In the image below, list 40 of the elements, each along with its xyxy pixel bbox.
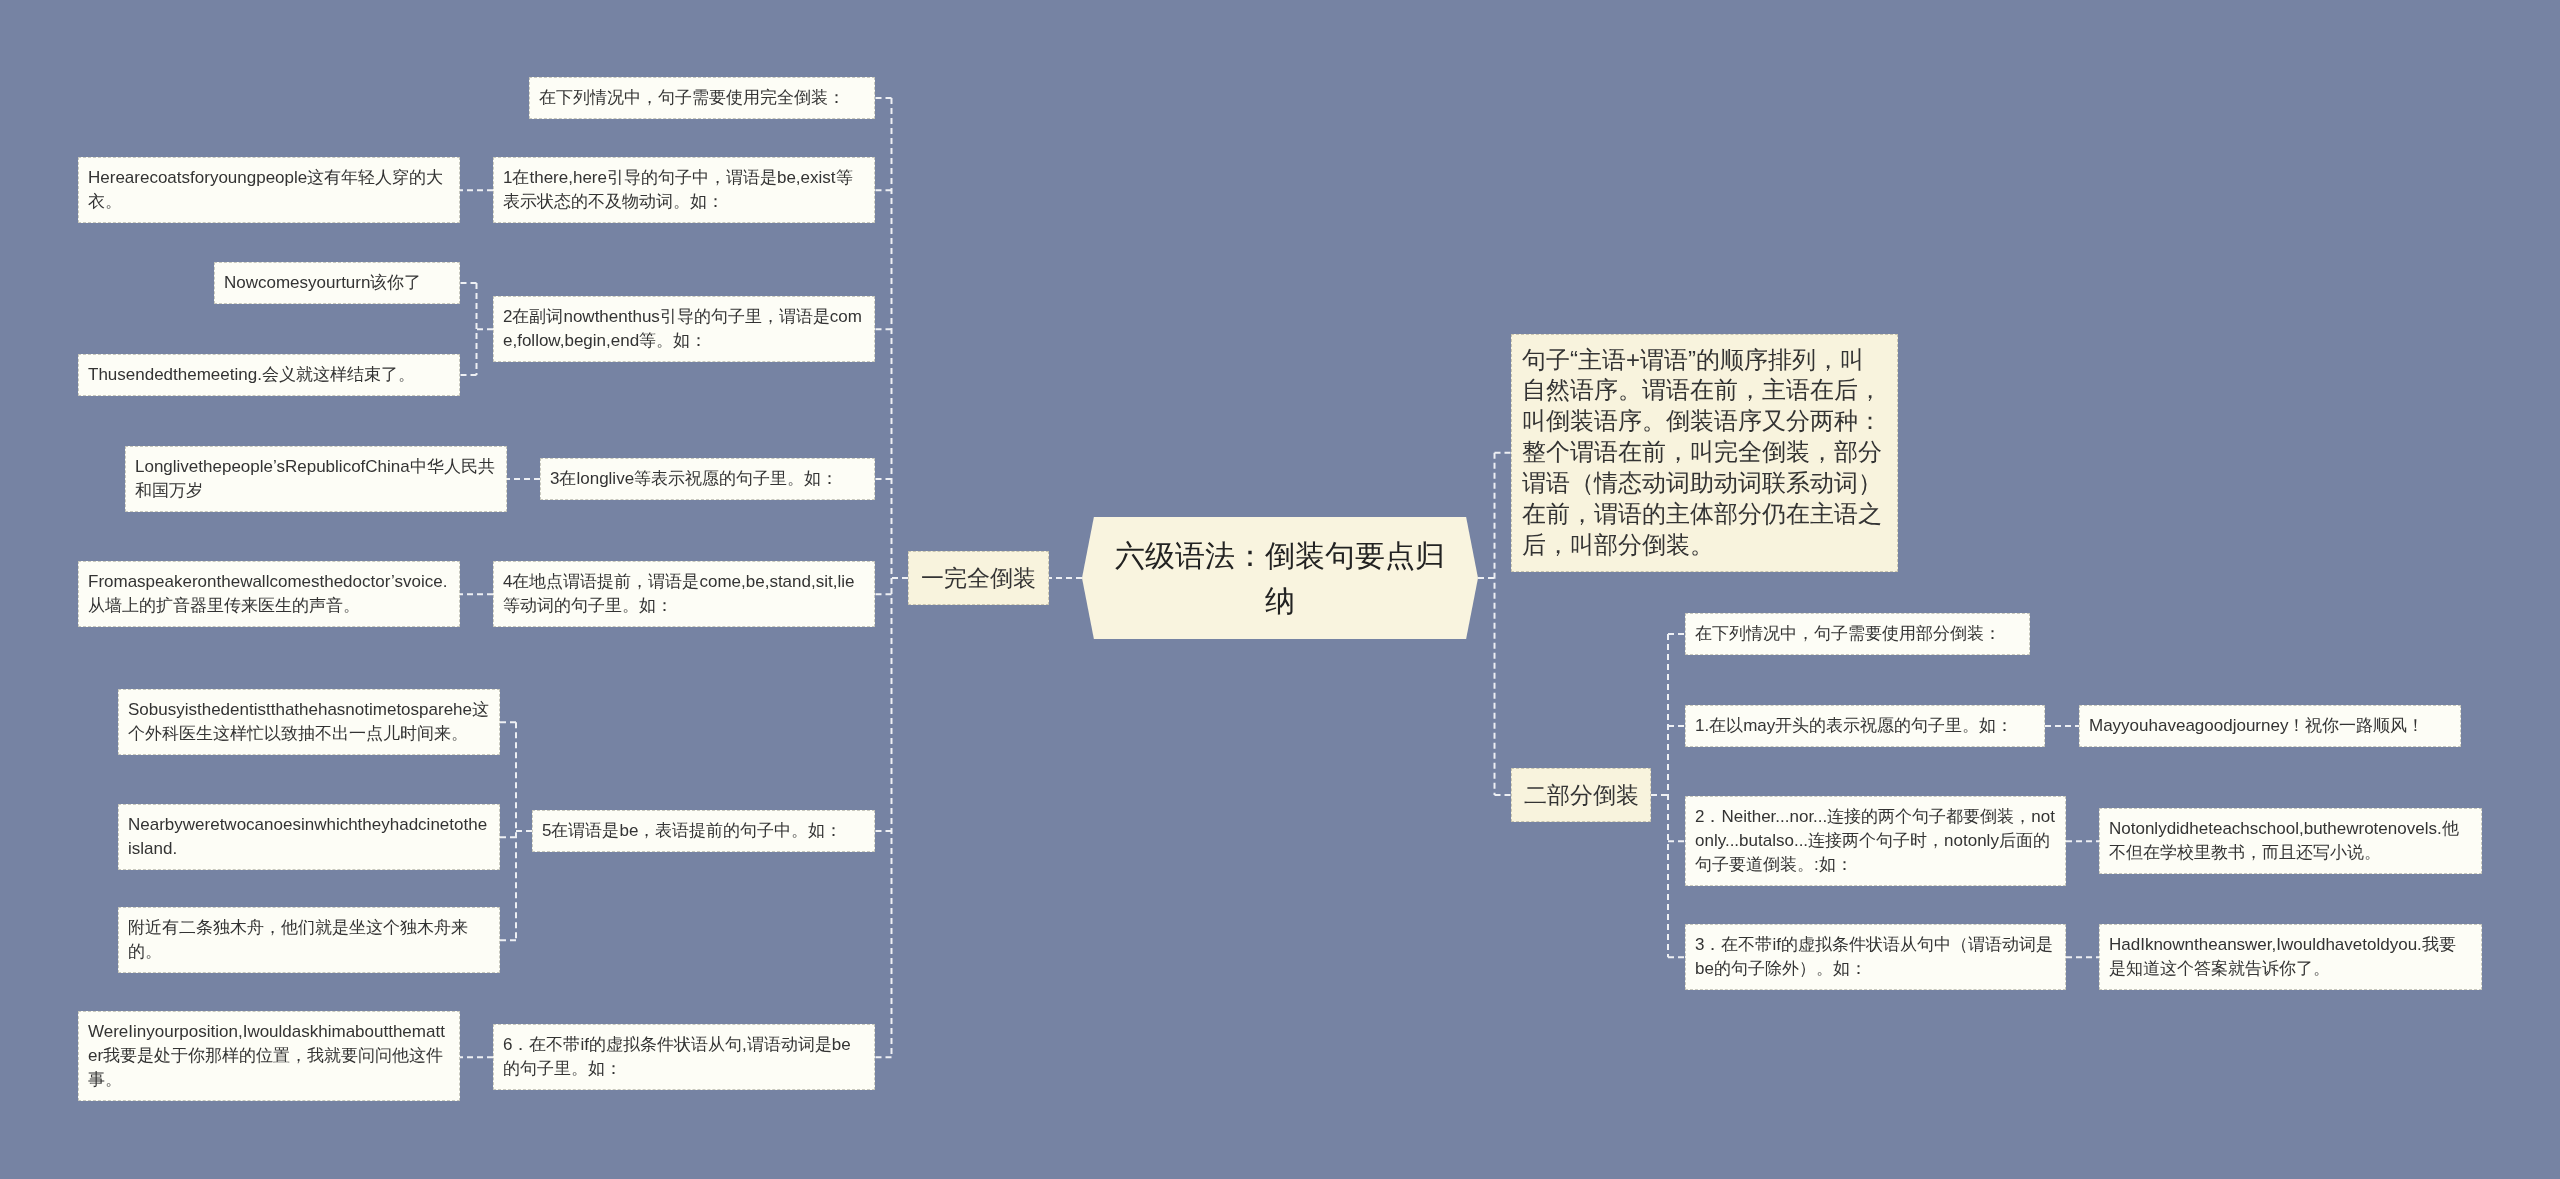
text-box: 6．在不带if的虚拟条件状语从句,谓语动词是be的句子里。如：	[493, 1024, 875, 1091]
connector-line	[459, 282, 494, 377]
text-box: 在下列情况中，句子需要使用部分倒装：	[1685, 613, 2030, 656]
text-box: Sobusyisthedentistthathehasnotimetosparehe这个外科医生这样忙以致抽不出一点儿时间来。	[118, 689, 500, 756]
connector-line	[499, 721, 533, 942]
connector-line	[1477, 451, 1512, 797]
text-box: 在下列情况中，句子需要使用完全倒装：	[529, 77, 875, 120]
text-box: 3．在不带if的虚拟条件状语从句中（谓语动词是be的句子除外）。如：	[1685, 924, 2066, 991]
connector-line	[2044, 725, 2080, 728]
branch-topic-box: 二部分倒装	[1511, 768, 1651, 823]
text-box: Nearbyweretwocanoesinwhichtheyhadcinetotheisland.	[118, 804, 500, 871]
text-box: Herearecoatsforyoungpeople这有年轻人穿的大衣。	[78, 157, 460, 224]
connector-line	[874, 97, 909, 1059]
text-box: 1.在以may开头的表示祝愿的句子里。如：	[1685, 705, 2045, 748]
central-topic-hexagon: 六级语法：倒装句要点归纳	[1082, 517, 1478, 639]
text-box: 2．Neither...nor...连接的两个句子都要倒装，notonly...butalso...连接两个句子时，notonly后面的句子要道倒装。:如：	[1685, 796, 2066, 887]
text-box: Longlivethepeople’sRepublicofChina中华人民共和国万岁	[125, 446, 507, 513]
text-box: 5在谓语是be，表语提前的句子中。如：	[532, 810, 875, 853]
text-box: 3在longlive等表示祝愿的句子里。如：	[540, 458, 875, 501]
connector-line	[506, 478, 541, 481]
text-box: WereIinyourposition,Iwouldaskhimaboutthematter我要是处于你那样的位置，我就要问问他这件事。	[78, 1011, 460, 1102]
connector-line	[1048, 577, 1083, 579]
text-box: Notonlydidheteachschool,buthewrotenovels.他不但在学校里教书，而且还写小说。	[2099, 808, 2482, 875]
text-box: Fromaspeakeronthewallcomesthedoctor’svoice.从墙上的扩音器里传来医生的声音。	[78, 561, 460, 628]
text-box: Mayyouhaveagoodjourney！祝你一路顺风！	[2079, 705, 2461, 748]
text-box: HadIknowntheanswer,Iwouldhavetoldyou.我要是知道这个答案就告诉你了。	[2099, 924, 2482, 991]
connector-line	[2065, 956, 2100, 959]
text-box: 1在there,here引导的句子中，谓语是be,exist等表示状态的不及物动词。如：	[493, 157, 875, 224]
note-box: 句子“主语+谓语”的顺序排列，叫自然语序。谓语在前，主语在后，叫倒装语序。倒装语序又分两种：整个谓语在前，叫完全倒装，部分谓语（情态动词助动词联系动词）在前，谓语的主体部分仍在主语之后，叫部分倒装。	[1511, 333, 1898, 573]
connector-line	[1650, 633, 1686, 959]
text-box: 2在副词nowthenthus引导的句子里，谓语是come,follow,begin,end等。如：	[493, 296, 875, 363]
branch-topic-box: 一完全倒装	[908, 551, 1049, 606]
text-box: 4在地点谓语提前，谓语是come,be,stand,sit,lie等动词的句子里。如：	[493, 561, 875, 628]
connector-line	[459, 593, 494, 596]
connector-line	[459, 1056, 494, 1059]
text-box: Thusendedthemeeting.会义就这样结束了。	[78, 354, 460, 397]
connector-line	[459, 189, 494, 192]
text-box: 附近有二条独木舟，他们就是坐这个独木舟来的。	[118, 907, 500, 974]
connector-line	[2065, 840, 2100, 843]
text-box: Nowcomesyourturn该你了	[214, 262, 460, 305]
